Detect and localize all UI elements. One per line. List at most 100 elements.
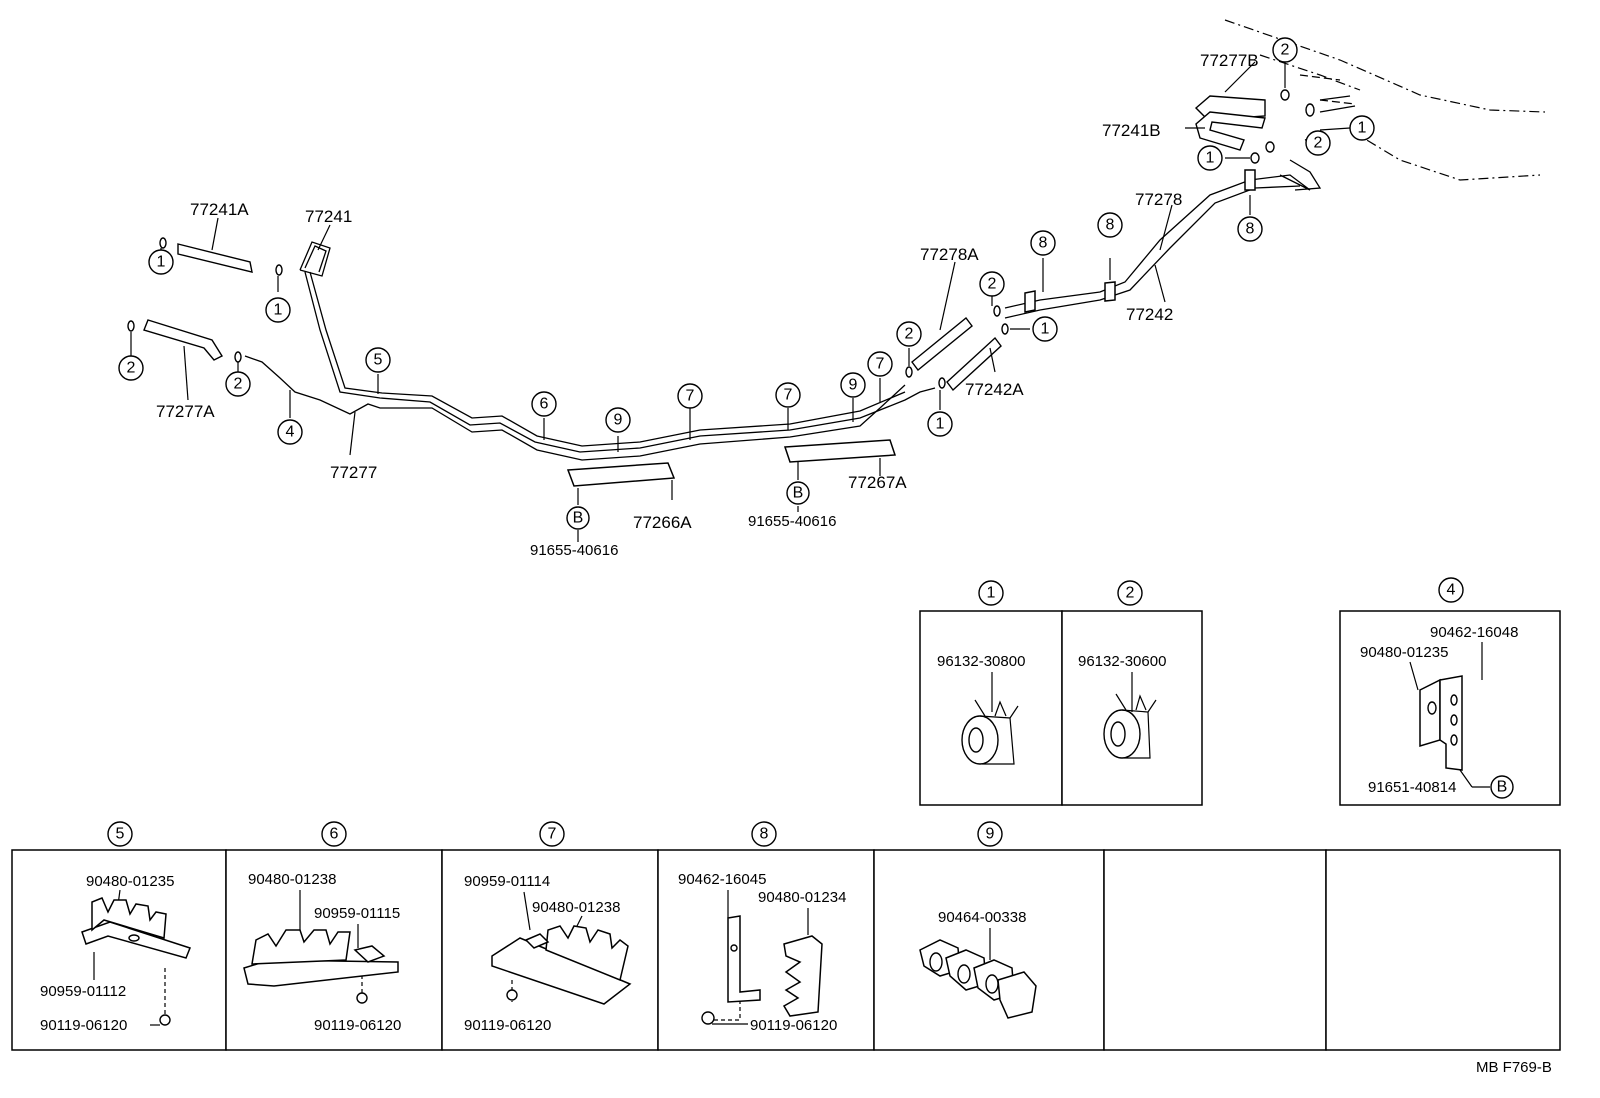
label-77277B: 77277B [1200, 51, 1259, 70]
clip-2-drawing [1103, 693, 1157, 759]
callout-markers: 1 1 2 2 4 5 6 9 7 7 9 7 2 1 2 1 8 8 8 2 … [118, 37, 1375, 530]
svg-text:1: 1 [936, 416, 945, 433]
label-77241A: 77241A [190, 200, 249, 219]
svg-text:7: 7 [876, 356, 885, 373]
clip-1-part: 96132-30800 [937, 653, 1025, 670]
svg-text:5: 5 [116, 826, 125, 843]
svg-text:8: 8 [1246, 221, 1255, 238]
clamp-6-drawing [243, 929, 399, 1004]
label-77242A: 77242A [965, 380, 1024, 399]
svg-text:2: 2 [988, 276, 997, 293]
label-77278: 77278 [1135, 190, 1182, 209]
svg-text:7: 7 [686, 388, 695, 405]
svg-text:4: 4 [286, 424, 295, 441]
svg-text:2: 2 [905, 326, 914, 343]
marker-2: 2 [979, 271, 1005, 297]
svg-text:1: 1 [274, 302, 283, 319]
svg-text:2: 2 [127, 360, 136, 377]
marker-9: 9 [977, 821, 1003, 847]
detail-panels: 5 6 7 8 9 90480-01235 90959-01112 90119-… [11, 821, 1561, 1051]
marker-9: 9 [840, 372, 866, 398]
clip-1-drawing [961, 699, 1019, 765]
label-77277: 77277 [330, 463, 377, 482]
svg-text:1: 1 [1206, 150, 1215, 167]
svg-text:7: 7 [548, 826, 557, 843]
detail-box-4: 4 90462-16048 90480-01235 91651-40814 B [1339, 577, 1561, 806]
marker-1: 1 [1349, 115, 1375, 141]
detail-4-part-1: 90462-16048 [1430, 624, 1518, 641]
marker-1: 1 [927, 411, 953, 437]
label-91655-40616-b: 91655-40616 [748, 513, 836, 530]
svg-text:6: 6 [330, 826, 339, 843]
svg-text:8: 8 [1039, 235, 1048, 252]
marker-1: 1 [148, 249, 174, 275]
marker-2: 2 [118, 355, 144, 381]
svg-text:1: 1 [157, 254, 166, 271]
label-91655-40616-a: 91655-40616 [530, 542, 618, 559]
body-outline [1224, 19, 1546, 181]
detail-box-clips: 1 2 96132-30800 96132-30600 [919, 580, 1203, 806]
svg-text:8: 8 [1106, 217, 1115, 234]
brackets [566, 169, 1256, 487]
label-77278A: 77278A [920, 245, 979, 264]
svg-text:2: 2 [1126, 585, 1135, 602]
hose-clips [127, 89, 1356, 389]
detail-4-part-3: 91651-40814 [1368, 779, 1456, 796]
svg-text:4: 4 [1447, 582, 1456, 599]
marker-b: B [1490, 775, 1514, 799]
marker-7: 7 [775, 382, 801, 408]
detail-7-part-3: 90119-06120 [464, 1017, 551, 1034]
svg-text:5: 5 [374, 352, 383, 369]
detail-8-part-2: 90480-01234 [758, 889, 846, 906]
marker-5: 5 [107, 821, 133, 847]
svg-text:9: 9 [849, 377, 858, 394]
hoses [143, 95, 1266, 392]
svg-text:B: B [793, 485, 804, 502]
leader-lines [130, 61, 1351, 542]
svg-text:1: 1 [987, 585, 996, 602]
clamp-8-drawing [701, 915, 823, 1025]
svg-text:6: 6 [540, 396, 549, 413]
marker-8: 8 [1030, 230, 1056, 256]
svg-text:2: 2 [234, 376, 243, 393]
svg-text:9: 9 [614, 412, 623, 429]
label-77242: 77242 [1126, 305, 1173, 324]
detail-6-part-3: 90119-06120 [314, 1017, 401, 1034]
svg-text:8: 8 [760, 826, 769, 843]
detail-7-part-1: 90959-01114 [464, 873, 550, 890]
marker-b: B [566, 506, 590, 530]
marker-1: 1 [1197, 145, 1223, 171]
svg-text:9: 9 [986, 826, 995, 843]
diagram-code: MB F769-B [1476, 1059, 1552, 1076]
svg-text:2: 2 [1281, 42, 1290, 59]
label-77266A: 77266A [633, 513, 692, 532]
marker-7: 7 [677, 383, 703, 409]
marker-b: B [786, 481, 810, 505]
marker-8: 8 [1097, 212, 1123, 238]
marker-5: 5 [365, 347, 391, 373]
marker-2: 2 [1272, 37, 1298, 63]
marker-2: 2 [896, 321, 922, 347]
marker-7: 7 [867, 351, 893, 377]
marker-9: 9 [605, 407, 631, 433]
svg-text:B: B [573, 510, 584, 527]
detail-5-part-3: 90119-06120 [40, 1017, 127, 1034]
detail-9-part-1: 90464-00338 [938, 909, 1026, 926]
part-labels: 77241A 7 7 2 4 1 77277A 77277 77266A 91655-4… [156, 51, 1259, 559]
detail-8-part-3: 90119-06120 [750, 1017, 837, 1034]
marker-1: 1 [978, 580, 1004, 606]
clamp-7-drawing [491, 925, 632, 1005]
label-77241B: 77241B [1102, 121, 1161, 140]
marker-8: 8 [1237, 216, 1263, 242]
svg-text:7: 7 [784, 387, 793, 404]
marker-8: 8 [751, 821, 777, 847]
marker-2: 2 [1117, 580, 1143, 606]
fuel-pipe-assembly [244, 159, 1322, 461]
marker-6: 6 [321, 821, 347, 847]
clamp-5-drawing [81, 897, 191, 1026]
label-77277A: 77277A [156, 402, 215, 421]
detail-8-part-1: 90462-16045 [678, 871, 766, 888]
marker-4: 4 [1438, 577, 1464, 603]
marker-1: 1 [1032, 316, 1058, 342]
